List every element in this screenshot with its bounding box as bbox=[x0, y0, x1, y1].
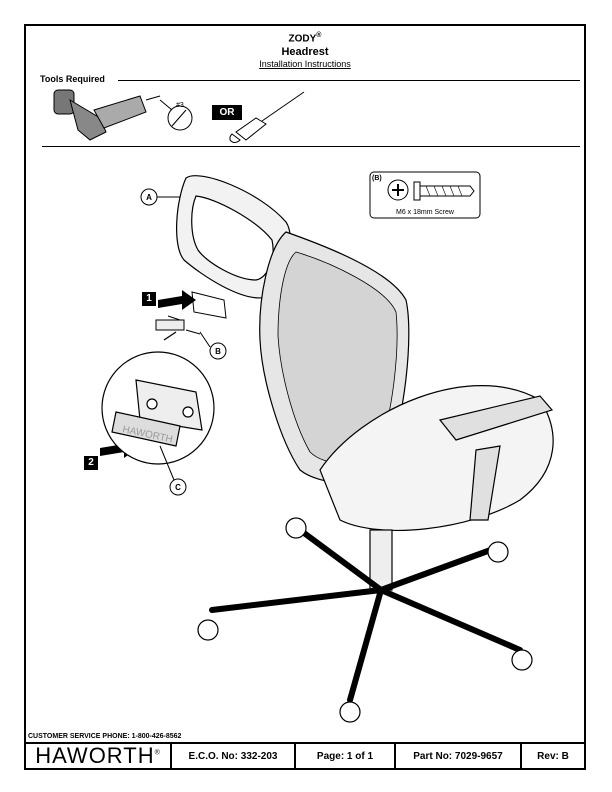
chair-illustration bbox=[176, 175, 554, 723]
drill-icon bbox=[53, 89, 161, 141]
screw-key: (B) bbox=[372, 175, 382, 182]
screwdriver-icon bbox=[229, 91, 305, 143]
footer-bar: HAWORTH® E.C.O. No: 332-203 Page: 1 of 1… bbox=[24, 742, 586, 770]
brand-title: ZODY® bbox=[288, 32, 322, 45]
document-title: Headrest bbox=[281, 46, 329, 59]
step1-label: 1 bbox=[142, 292, 156, 306]
bit-label: #3 bbox=[176, 102, 184, 109]
or-label: OR bbox=[212, 105, 242, 120]
step1-arrow bbox=[158, 290, 196, 310]
detail-magnifier bbox=[101, 331, 215, 465]
tools-divider bbox=[118, 80, 580, 81]
part-number: Part No: 7029-9657 bbox=[396, 744, 522, 768]
haworth-logo: HAWORTH® bbox=[35, 743, 161, 768]
document-subtitle: Installation Instructions bbox=[259, 59, 351, 70]
screw-detail-box bbox=[369, 171, 481, 219]
header: ZODY® Headrest Installation Instructions bbox=[24, 32, 586, 69]
headrest-bracket bbox=[155, 291, 227, 335]
step2-label: 2 bbox=[84, 456, 98, 470]
callout-c: C bbox=[175, 483, 181, 492]
customer-service-phone: CUSTOMER SERVICE PHONE: 1-800-426-8562 bbox=[28, 733, 182, 740]
callout-b: B bbox=[215, 347, 221, 356]
section-divider bbox=[42, 146, 580, 147]
bit-icon bbox=[159, 99, 193, 131]
page-number: Page: 1 of 1 bbox=[296, 744, 396, 768]
eco-number: E.C.O. No: 332-203 bbox=[172, 744, 296, 768]
callout-a: A bbox=[146, 193, 152, 202]
footer-logo-cell: HAWORTH® bbox=[26, 743, 172, 768]
callout-c-leader bbox=[159, 445, 175, 481]
callout-b-circle bbox=[209, 342, 227, 360]
screw-caption: M6 x 18mm Screw bbox=[396, 209, 455, 216]
callout-c-circle bbox=[169, 478, 187, 496]
tools-required-label: Tools Required bbox=[40, 74, 105, 84]
callout-b-leader bbox=[199, 331, 211, 348]
revision: Rev: B bbox=[537, 750, 569, 762]
